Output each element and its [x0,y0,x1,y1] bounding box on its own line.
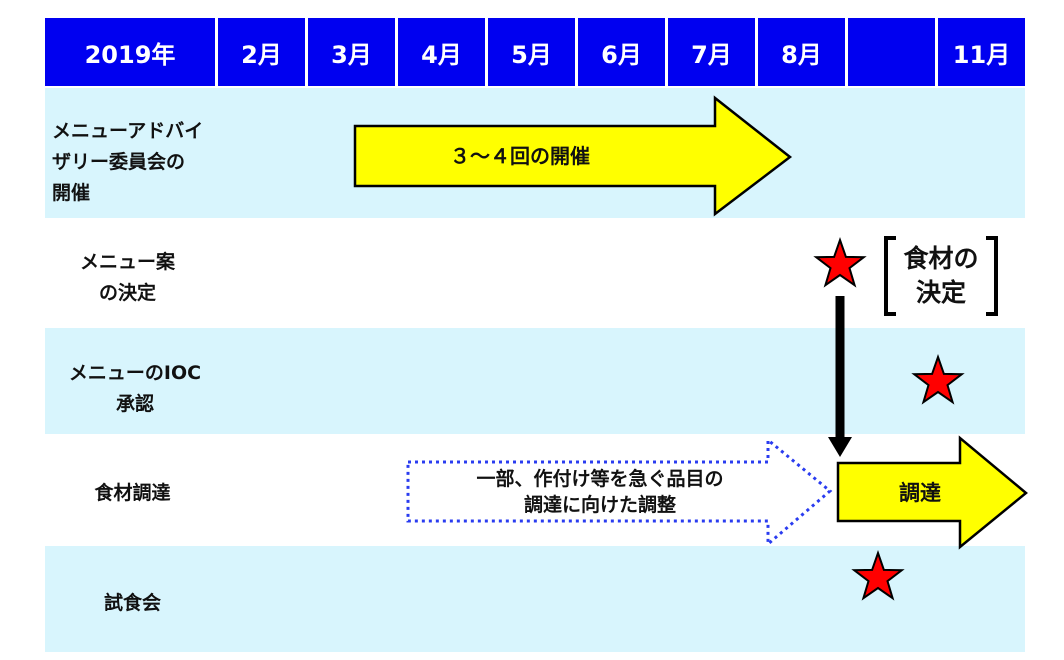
procure-arrow-label: 調達 [899,481,941,505]
header-month: 2月 [218,18,305,86]
row-label-menu-draft: メニュー案 の決定 [79,251,175,304]
header-month: 8月 [758,18,845,86]
header-month: 5月 [488,18,575,86]
row-ioc [45,328,1025,434]
down-arrow [828,296,852,457]
ingredient-decision-callout: 食材の 決定 [903,244,979,307]
header-month: 4月 [398,18,485,86]
star-icon [851,549,905,601]
header-year: 2019年 [45,18,215,86]
row-label-ioc: メニューのIOC 承認 [68,362,202,415]
partial-arrow-label: 一部、作付け等を急ぐ品目の 調達に向けた調整 [476,468,724,516]
left-bracket [884,236,896,316]
right-bracket [986,236,998,316]
row-label-tasting: 試食会 [103,592,161,614]
partial-procurement-arrow [406,436,833,548]
row-tasting [45,546,1025,652]
header-month: 6月 [578,18,665,86]
header-month [848,18,935,86]
row-label-procurement: 食材調達 [94,482,171,504]
meetings-arrow [353,95,793,217]
procurement-arrow [836,435,1028,550]
row-label-advisory: メニューアドバイ ザリー委員会の 開催 [52,120,204,204]
header-month: 7月 [668,18,755,86]
star-icon [911,353,965,405]
star-icon [813,236,867,288]
meetings-arrow-label: ３～４回の開催 [450,144,590,168]
header-month: 3月 [308,18,395,86]
header-month: 11月 [938,18,1025,86]
